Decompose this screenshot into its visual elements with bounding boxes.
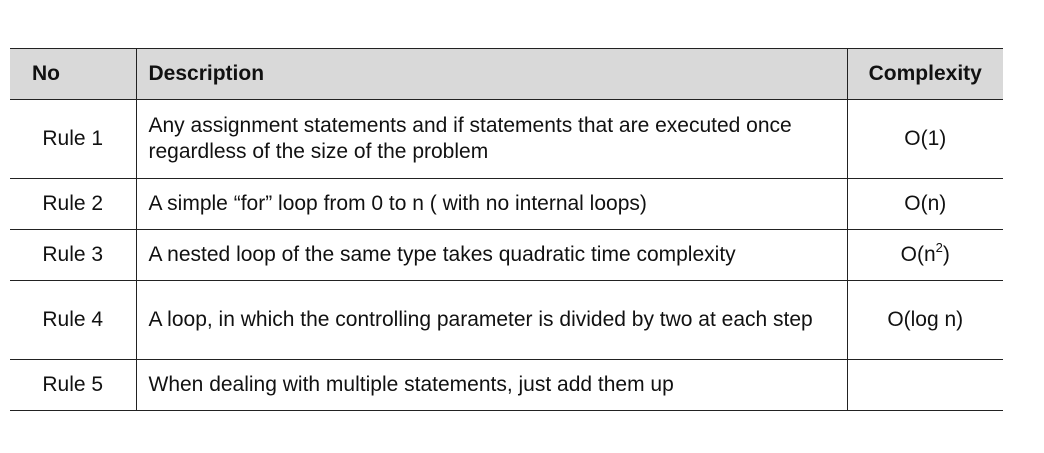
rule-description: A simple “for” loop from 0 to n ( with n… <box>135 178 847 230</box>
complexity-close: ) <box>942 243 950 266</box>
rule-description: When dealing with multiple statements, j… <box>135 359 847 411</box>
header-description: Description <box>135 48 847 100</box>
table-row: Rule 4 A loop, in which the controlling … <box>10 280 1003 360</box>
header-no: No <box>10 48 136 100</box>
header-complexity: Complexity <box>846 48 1003 100</box>
table-row: Rule 1 Any assignment statements and if … <box>10 99 1003 179</box>
rule-number: Rule 4 <box>10 280 136 360</box>
rule-number: Rule 1 <box>10 99 136 179</box>
rule-complexity <box>846 359 1003 411</box>
rule-complexity: O(n) <box>846 178 1003 230</box>
rule-description: Any assignment statements and if stateme… <box>135 99 847 179</box>
table-header-row: No Description Complexity <box>10 48 1003 100</box>
table-row: Rule 3 A nested loop of the same type ta… <box>10 229 1003 281</box>
rule-description: A nested loop of the same type takes qua… <box>135 229 847 281</box>
rule-number: Rule 2 <box>10 178 136 230</box>
complexity-base: O(n <box>900 243 936 266</box>
rule-number: Rule 3 <box>10 229 136 281</box>
complexity-rules-table: No Description Complexity Rule 1 Any ass… <box>10 48 1003 411</box>
table-row: Rule 2 A simple “for” loop from 0 to n (… <box>10 178 1003 230</box>
rule-description: A loop, in which the controlling paramet… <box>135 280 847 360</box>
rule-complexity: O(log n) <box>846 280 1003 360</box>
rule-complexity: O(1) <box>846 99 1003 179</box>
rule-number: Rule 5 <box>10 359 136 411</box>
table-row: Rule 5 When dealing with multiple statem… <box>10 359 1003 411</box>
rule-complexity: O(n2) <box>846 229 1003 281</box>
complexity-exponent: 2 <box>935 240 943 255</box>
